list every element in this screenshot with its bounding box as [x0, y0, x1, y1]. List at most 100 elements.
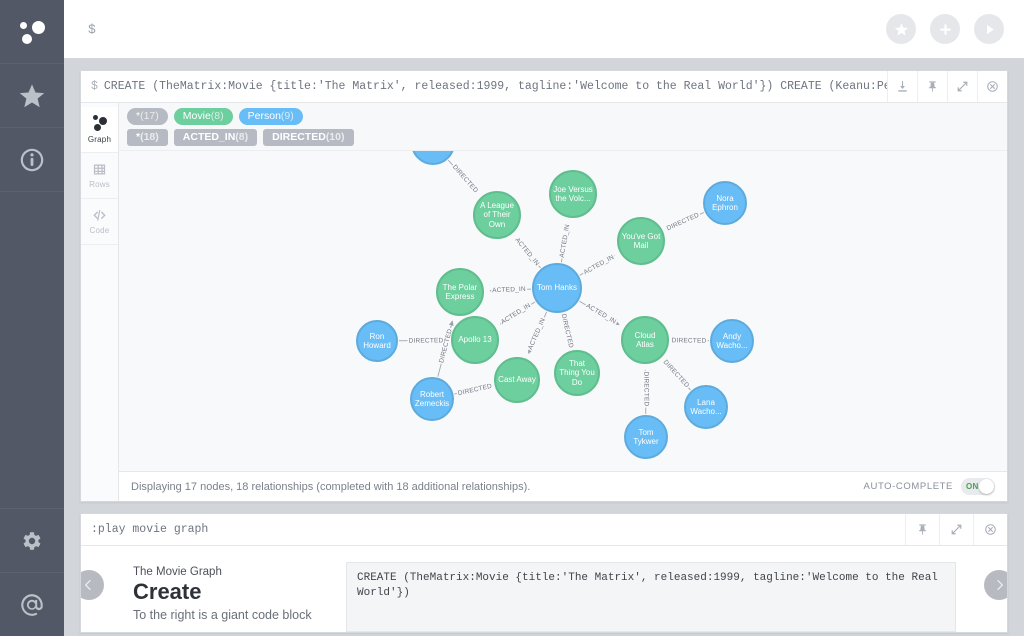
graph-view-column: *(17) Movie(8) Person(9) *(18)	[119, 103, 1007, 501]
legend-pill-person[interactable]: Person(9)	[238, 108, 303, 125]
sidebar-item-documentation[interactable]	[0, 572, 64, 636]
graph-node[interactable]: A League of Their Own	[473, 191, 521, 239]
relationship-label: ACTED_IN	[490, 285, 527, 295]
legend-count: (8)	[210, 110, 224, 122]
graph-frame-header: $ CREATE (TheMatrix:Movie {title:'The Ma…	[81, 71, 1007, 103]
graph-node[interactable]: The Polar Express	[436, 268, 484, 316]
tab-graph-label: Graph	[87, 135, 112, 144]
graph-node[interactable]: Nora Ephron	[703, 181, 747, 225]
query-prompt: $	[91, 80, 98, 93]
view-tab-list: Graph Rows Code	[81, 103, 119, 501]
pin-icon	[919, 524, 926, 535]
play-command-text: :play movie graph	[91, 523, 209, 536]
legend-pill-acted-in[interactable]: ACTED_IN(8)	[173, 129, 258, 146]
tab-graph[interactable]: Graph	[81, 107, 118, 153]
guide-text-block: The Movie Graph Create To the right is a…	[81, 556, 336, 632]
guide-next-button[interactable]	[984, 570, 1007, 600]
tab-code-label: Code	[89, 226, 110, 235]
legend-count: (18)	[140, 131, 159, 143]
gear-icon	[23, 531, 41, 550]
expand-icon	[957, 81, 968, 92]
play-frame-command[interactable]: :play movie graph	[81, 514, 905, 545]
graph-result-frame: $ CREATE (TheMatrix:Movie {title:'The Ma…	[80, 70, 1008, 502]
guide-prev-button[interactable]	[81, 570, 104, 600]
left-sidebar	[0, 0, 64, 636]
sidebar-item-settings[interactable]	[0, 508, 64, 572]
code-icon	[93, 209, 106, 221]
graph-node[interactable]: Tom Tykwer	[624, 415, 668, 459]
graph-status-bar: Displaying 17 nodes, 18 relationships (c…	[119, 471, 1007, 501]
graph-node[interactable]: Andy Wacho...	[710, 319, 754, 363]
graph-node[interactable]: Cast Away	[494, 357, 540, 403]
relationship-label: DIRECTED	[407, 336, 445, 345]
legend-count: (10)	[325, 131, 345, 143]
graph-node[interactable]: Ron Howard	[356, 320, 398, 362]
top-editor-bar: $	[64, 0, 1024, 58]
expand-button[interactable]	[946, 71, 977, 102]
autocomplete-state: ON	[966, 482, 979, 491]
add-button[interactable]	[930, 14, 960, 44]
guide-code-block[interactable]: CREATE (TheMatrix:Movie {title:'The Matr…	[346, 562, 956, 632]
pin-icon	[929, 81, 936, 92]
graph-legend: *(17) Movie(8) Person(9) *(18)	[119, 103, 1007, 151]
guide-kicker: The Movie Graph	[133, 566, 222, 578]
star-icon	[19, 83, 45, 107]
play-guide-frame: :play movie graph	[80, 513, 1008, 633]
legend-label: ACTED_IN	[182, 131, 236, 143]
legend-pill-any-node[interactable]: *(17)	[127, 108, 168, 125]
graph-node[interactable]: Lana Wacho...	[684, 385, 728, 429]
favorite-button[interactable]	[886, 14, 916, 44]
autocomplete-toggle[interactable]: ON	[961, 478, 995, 495]
legend-label: Movie	[182, 110, 211, 122]
at-icon	[21, 593, 43, 616]
graph-node[interactable]: That Thing You Do	[554, 350, 600, 396]
legend-label: *	[136, 131, 141, 143]
download-button[interactable]	[886, 71, 917, 102]
chevron-left-icon	[84, 579, 91, 591]
neo4j-logo-icon	[17, 17, 47, 47]
legend-pill-any-rel[interactable]: *(18)	[127, 129, 168, 146]
legend-count: (17)	[140, 110, 159, 122]
graph-node[interactable]: Cloud Atlas	[621, 316, 669, 364]
sidebar-item-about[interactable]	[0, 128, 64, 192]
legend-count: (8)	[235, 131, 249, 143]
sidebar-spacer	[0, 192, 64, 508]
legend-pill-movie[interactable]: Movie(8)	[173, 108, 233, 125]
pin-button[interactable]	[905, 514, 939, 545]
editor-prompt: $	[88, 21, 96, 37]
star-icon	[894, 22, 908, 35]
graph-status-text: Displaying 17 nodes, 18 relationships (c…	[131, 480, 531, 493]
guide-title: Create	[133, 579, 202, 604]
sidebar-item-favorites[interactable]	[0, 64, 64, 128]
pin-button[interactable]	[916, 71, 947, 102]
play-icon	[986, 24, 994, 34]
expand-button[interactable]	[939, 514, 973, 545]
graph-node[interactable]: Joe Versus the Volc...	[549, 170, 597, 218]
relationship-label: DIRECTED	[641, 370, 650, 407]
expand-icon	[951, 524, 962, 535]
chevron-right-icon	[997, 579, 1004, 591]
close-button[interactable]	[973, 514, 1007, 545]
close-button[interactable]	[976, 71, 1007, 102]
tab-code[interactable]: Code	[81, 199, 118, 245]
download-icon	[897, 81, 907, 92]
tab-rows[interactable]: Rows	[81, 153, 118, 199]
node-legend-row: *(17) Movie(8) Person(9)	[127, 108, 999, 125]
result-stream: $ CREATE (TheMatrix:Movie {title:'The Ma…	[64, 58, 1024, 636]
graph-node[interactable]: Apollo 13	[451, 316, 499, 364]
graph-node[interactable]: Robert Zemeckis	[410, 377, 454, 421]
run-button[interactable]	[974, 14, 1004, 44]
graph-node[interactable]: You've Got Mail	[617, 217, 665, 265]
autocomplete-label: AUTO-COMPLETE	[863, 481, 953, 492]
graph-frame-query[interactable]: $ CREATE (TheMatrix:Movie {title:'The Ma…	[81, 71, 887, 102]
graph-icon	[92, 115, 108, 132]
graph-node[interactable]: Tom Hanks	[532, 263, 582, 313]
relationship-label: DIRECTED	[670, 336, 707, 345]
plus-icon	[939, 23, 951, 35]
play-guide-body: The Movie Graph Create To the right is a…	[81, 546, 1007, 632]
sidebar-item-database[interactable]	[0, 0, 64, 64]
info-icon	[20, 148, 44, 171]
legend-pill-directed[interactable]: DIRECTED(10)	[263, 129, 354, 146]
query-text: CREATE (TheMatrix:Movie {title:'The Matr…	[103, 80, 887, 93]
